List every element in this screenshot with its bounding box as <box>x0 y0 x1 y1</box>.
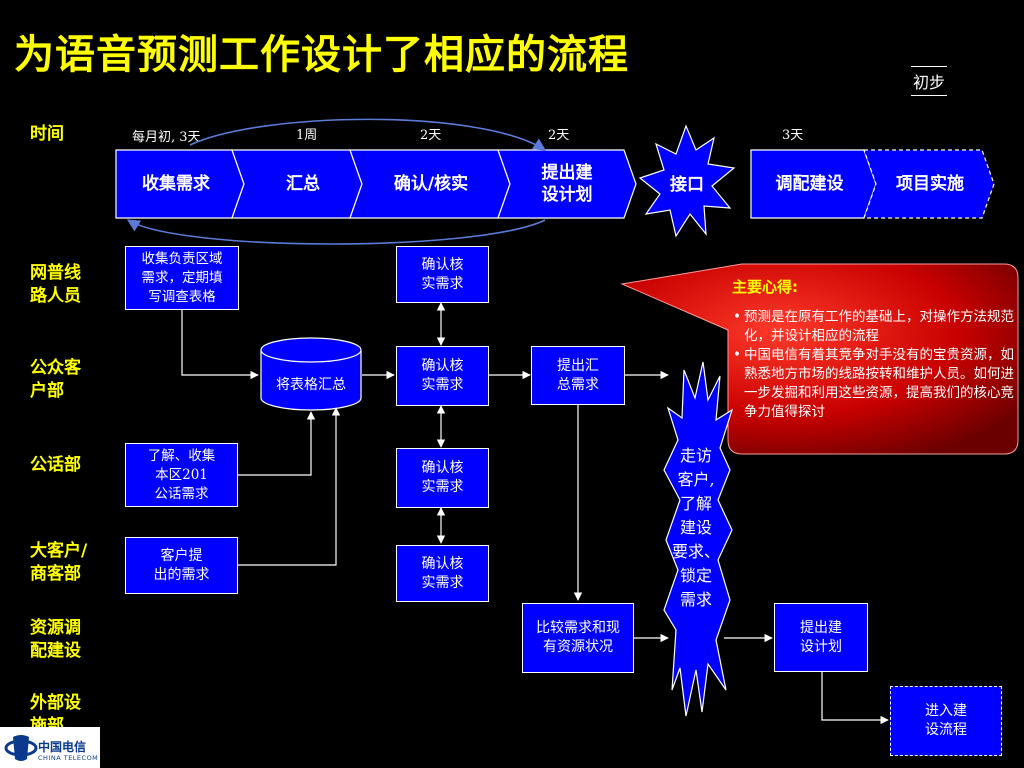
insight-title: 主要心得: <box>732 278 798 296</box>
logo-text-cn: 中国电信 <box>38 740 87 754</box>
chevron-label: 汇总 <box>286 174 320 194</box>
time-mark: 每月初, 3天 <box>132 130 201 145</box>
connector <box>181 310 259 380</box>
time-mark: 1周 <box>296 128 318 143</box>
feedback-arc-bottom <box>126 219 546 245</box>
box-compare-resources: 比较需求和现 有资源状况 <box>522 603 634 673</box>
connector <box>821 672 889 725</box>
chevron-propose <box>497 149 637 219</box>
chevron-label: 项目实施 <box>896 174 964 194</box>
insight-list: 预测是在原有工作的基础上，对操作方法规范化，并设计相应的流程 中国电信有着其竞争… <box>730 308 1024 422</box>
china-telecom-logo <box>0 727 100 768</box>
row-label-public: 公众客 户部 <box>30 358 81 401</box>
telecom-emblem-icon <box>4 735 38 761</box>
box-summarize: 将表格汇总 <box>276 377 346 393</box>
logo-text-en: CHINA TELECOM <box>38 754 99 762</box>
page-title: 为语音预测工作设计了相应的流程 <box>14 32 629 78</box>
box-collect-region: 收集负责区域 需求，定期填 写调查表格 <box>125 246 239 310</box>
chevron-label: 确认/核实 <box>393 174 469 194</box>
stage-tag: 初步 <box>911 66 948 96</box>
chevron-label: 提出建 设计划 <box>541 163 593 205</box>
visit-text: 走访 客户, 了解 建设 要求、 锁定 需求 <box>671 446 720 609</box>
time-mark: 3天 <box>782 128 804 143</box>
chevron-bar <box>115 149 995 219</box>
row-label-bigclient: 大客户/ 商客部 <box>30 541 88 584</box>
visit-burst <box>663 361 734 717</box>
interface-burst <box>638 124 736 238</box>
box-enter-process: 进入建 设流程 <box>890 686 1002 756</box>
time-mark: 2天 <box>548 128 570 143</box>
connector <box>238 411 316 476</box>
chevron-label: 收集需求 <box>142 174 210 194</box>
box-confirm-bigclient: 确认核 实需求 <box>396 545 489 602</box>
row-label-time: 时间 <box>30 124 64 144</box>
row-label-resource: 资源调 配建设 <box>30 618 81 661</box>
box-propose-summary: 提出汇 总需求 <box>531 346 625 405</box>
interface-label: 接口 <box>670 175 704 195</box>
box-client-request: 客户提 出的需求 <box>125 537 238 594</box>
feedback-arc-top <box>189 118 547 151</box>
chevron-label: 调配建设 <box>775 174 844 194</box>
box-confirm-public: 确认核 实需求 <box>396 346 489 406</box>
insight-point: 预测是在原有工作的基础上，对操作方法规范化，并设计相应的流程 <box>733 308 1024 346</box>
row-label-phone: 公话部 <box>30 455 81 475</box>
box-propose-plan: 提出建 设计划 <box>774 603 868 672</box>
box-understand-phone: 了解、收集 本区201 公话需求 <box>125 443 238 507</box>
row-label-network: 网普线 路人员 <box>30 263 81 306</box>
box-confirm-network: 确认核 实需求 <box>396 246 489 303</box>
box-confirm-phone: 确认核 实需求 <box>396 448 489 508</box>
insight-point: 中国电信有着其竞争对手没有的宝贵资源，如熟悉地方市场的线路按转和维护人员。如何进… <box>733 346 1024 422</box>
connector <box>238 407 341 566</box>
summary-cylinder <box>260 337 362 411</box>
time-mark: 2天 <box>420 128 442 143</box>
chevron-implement <box>863 149 995 219</box>
